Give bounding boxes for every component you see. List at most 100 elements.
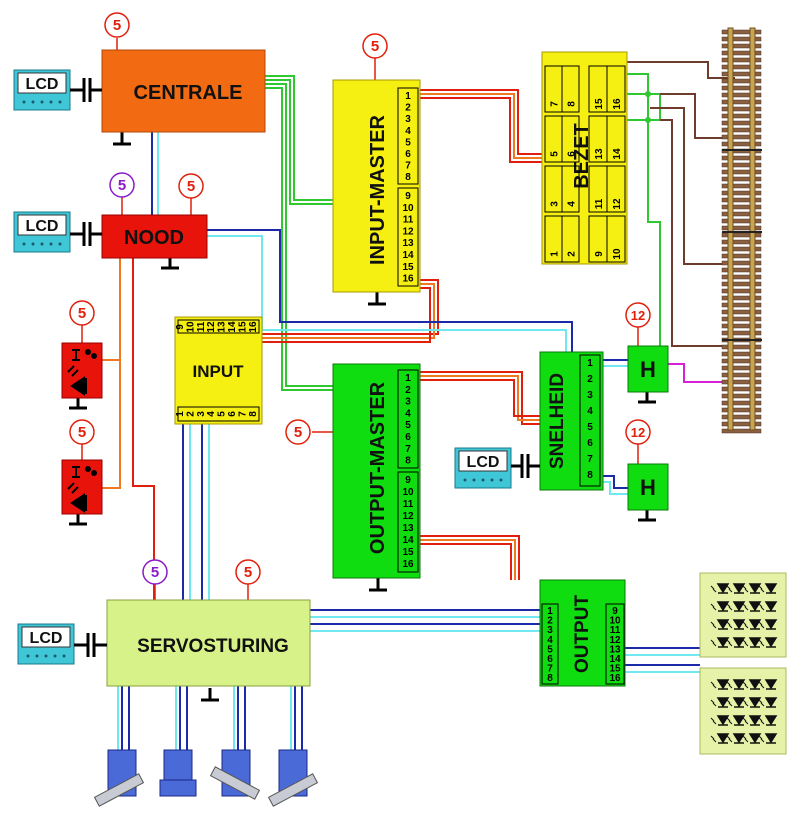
lcd-snelheid-label: LCD — [467, 454, 500, 471]
lcd-snelheid: LCD — [454, 447, 540, 489]
pin-number: 10 — [612, 248, 623, 260]
wire-centrale-input-master — [265, 75, 333, 201]
led-light-icon — [710, 717, 717, 725]
track-sleeper — [721, 120, 762, 126]
track-sleeper — [721, 43, 762, 49]
track-sleeper — [721, 57, 762, 63]
track-sleeper — [721, 218, 762, 224]
led-light-icon — [726, 717, 733, 725]
lcd-centrale-label: LCD — [26, 76, 59, 93]
led-icon — [732, 583, 746, 594]
led-icon — [716, 619, 730, 630]
track-sleeper — [721, 267, 762, 273]
led-icon — [764, 619, 778, 630]
pin-number: 7 — [405, 444, 411, 455]
pin-number: 13 — [402, 523, 414, 534]
track-sleeper — [721, 260, 762, 266]
pin-number: 2 — [405, 385, 411, 396]
servosturing-label: SERVOSTURING — [137, 636, 289, 657]
track-sleeper — [721, 36, 762, 42]
pin-number: 11 — [610, 625, 621, 636]
wire-bezet-track-brown-3 — [650, 107, 735, 265]
pin-number: 2 — [587, 374, 593, 385]
pin-number: 6 — [547, 654, 553, 665]
led-icon — [764, 715, 778, 726]
led-icon — [764, 733, 778, 744]
pin-number: 14 — [612, 148, 623, 160]
power-badge-servo-left: 5 — [151, 564, 159, 581]
ground-symbol — [69, 514, 87, 526]
pin-number: 3 — [587, 390, 593, 401]
pin-number: 7 — [405, 161, 411, 172]
wire-bezet-track-brown-1 — [625, 61, 735, 79]
nood-module: NOOD — [101, 214, 208, 259]
track-sleeper — [721, 106, 762, 112]
led-light-icon — [758, 681, 765, 689]
wire-input-master-bezet — [420, 89, 545, 155]
pin-number: 1 — [550, 251, 561, 257]
led-light-icon — [710, 681, 717, 689]
bezet-cell — [561, 65, 580, 113]
pin-number: 8 — [567, 101, 578, 107]
bezet-label: BEZET — [571, 123, 593, 189]
servo-motor-4 — [267, 749, 319, 807]
pin-number: 14 — [402, 535, 414, 546]
pin-number: 6 — [227, 411, 238, 417]
led-icon — [764, 637, 778, 648]
pin-number: 10 — [609, 616, 621, 627]
track-sleeper — [721, 71, 762, 77]
pin-number: 4 — [547, 635, 553, 646]
pin-number: 12 — [612, 198, 623, 210]
track-sleeper — [721, 225, 762, 231]
led-light-icon — [758, 639, 765, 647]
power-badge-sensor-upper: 5 — [78, 305, 86, 322]
track-sleeper — [721, 99, 762, 105]
pin-number: 7 — [587, 454, 593, 465]
pin-number: 9 — [594, 251, 605, 257]
track-sleeper — [721, 414, 762, 420]
led-icon — [716, 637, 730, 648]
pin-number: 8 — [405, 456, 411, 467]
pin-number: 8 — [405, 172, 411, 183]
sensor-module-upper — [61, 342, 103, 399]
led-light-icon — [742, 717, 749, 725]
pin-number: 5 — [550, 151, 561, 157]
pin-number: 16 — [612, 98, 623, 110]
track-sleeper — [721, 155, 762, 161]
power-badge-input-master: 5 — [371, 38, 379, 55]
pin-number: 15 — [402, 547, 414, 558]
track-sleeper — [721, 358, 762, 364]
led-light-icon — [710, 603, 717, 611]
pin-number: 8 — [587, 470, 593, 481]
led-light-icon — [742, 681, 749, 689]
pin-number: 14 — [609, 654, 621, 665]
power-badge-servo-right: 5 — [244, 564, 252, 581]
pin-number: 4 — [405, 408, 411, 419]
pin-number: 15 — [402, 262, 414, 273]
pin-number: 1 — [175, 411, 186, 417]
pin-number: 12 — [609, 635, 621, 646]
pin-number: 9 — [405, 475, 411, 486]
track-sleeper — [721, 127, 762, 133]
led-light-icon — [726, 621, 733, 629]
pin-number: 10 — [402, 203, 414, 214]
led-light-icon — [758, 699, 765, 707]
wire-bezet-h — [625, 73, 661, 350]
led-light-icon — [710, 735, 717, 743]
led-light-icon — [726, 639, 733, 647]
wire-centrale-output-master-2 — [265, 87, 333, 391]
output-master-label: OUTPUT-MASTER — [367, 381, 389, 554]
ground-symbol — [368, 292, 386, 306]
ground-symbol — [638, 392, 656, 404]
led-icon — [748, 679, 762, 690]
pin-number: 8 — [547, 673, 553, 684]
power-badge-sensor-lower: 5 — [78, 424, 86, 441]
pin-number: 7 — [547, 664, 553, 675]
pin-number: 3 — [196, 411, 207, 417]
h-lower-label: H — [640, 475, 656, 500]
lcd-nood: LCD — [13, 211, 102, 253]
led-icon — [748, 637, 762, 648]
track-sleeper — [721, 211, 762, 217]
